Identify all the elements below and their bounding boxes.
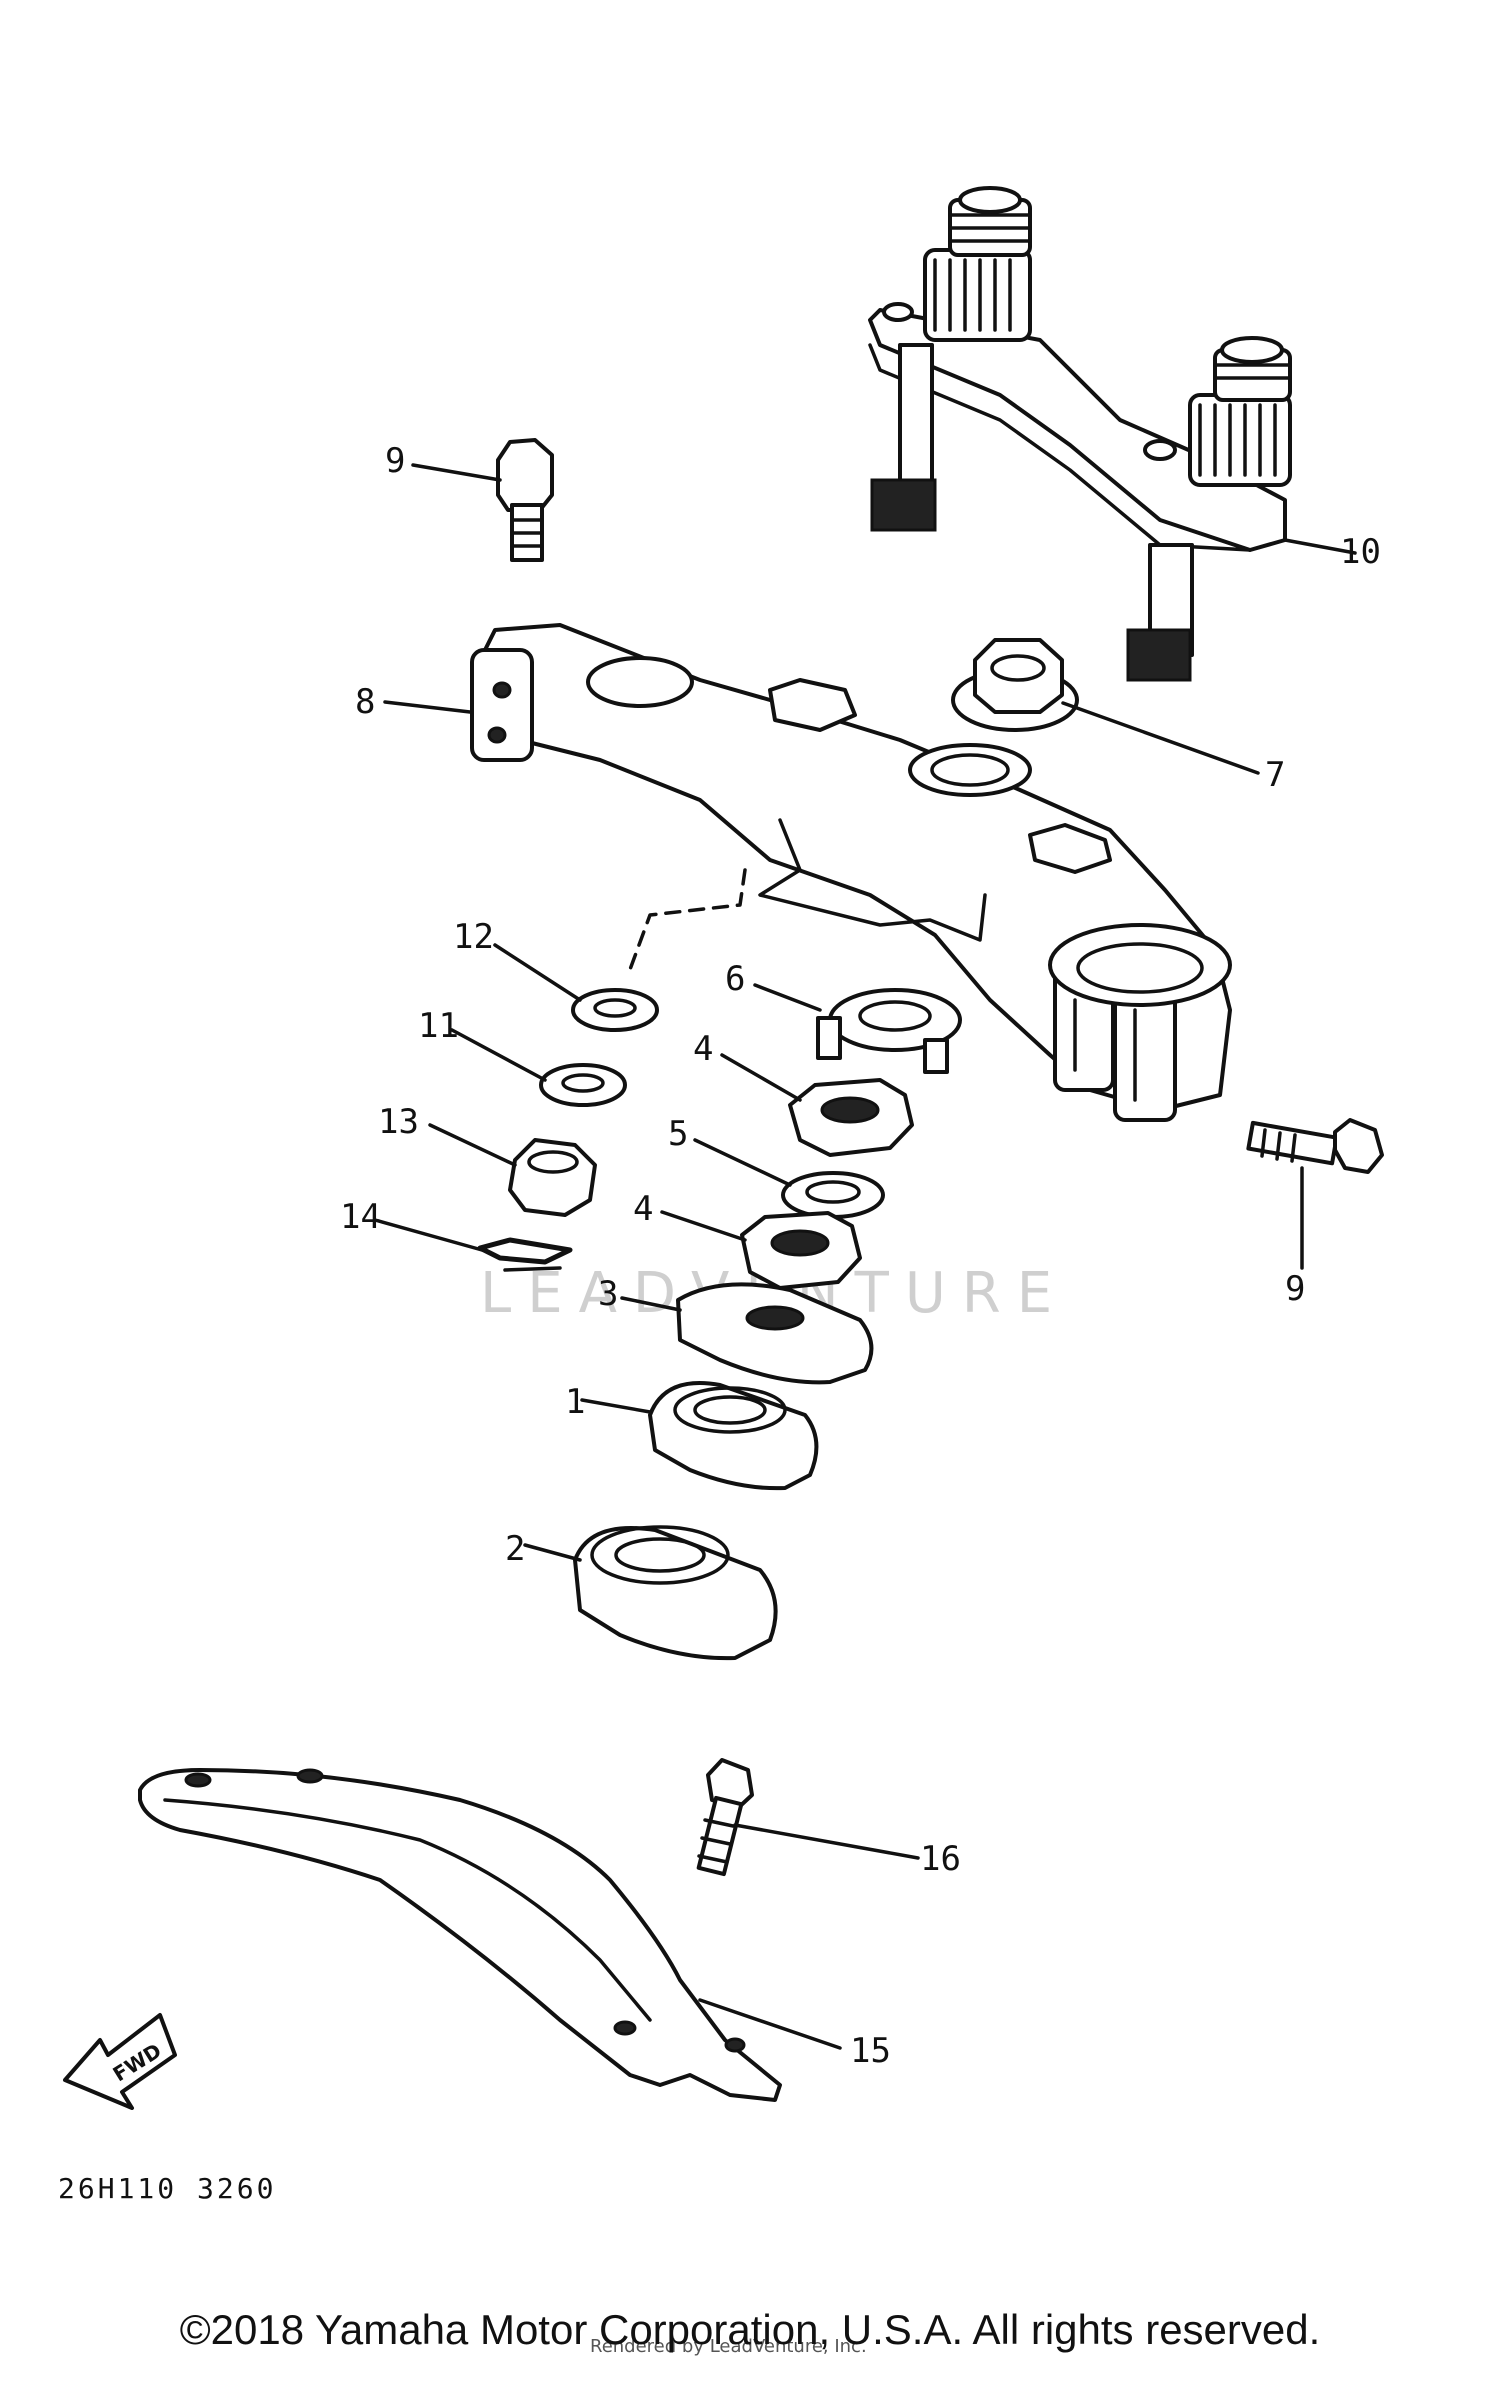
callout-14: 14 (340, 1197, 381, 1237)
callout-13: 13 (378, 1102, 419, 1142)
part-12-washer (571, 988, 659, 1032)
callout-9-right: 9 (1285, 1269, 1305, 1309)
part-9-bolt-top (496, 438, 554, 562)
part-14-cotter-pin (477, 1237, 573, 1272)
part-11-washer (539, 1063, 627, 1107)
part-7-steering-stem-nut (951, 638, 1079, 732)
part-6-lock-washer (816, 988, 962, 1074)
rendered-by-note: Rendered by LeadVenture, Inc. (590, 2336, 867, 2357)
callout-10: 10 (1340, 532, 1381, 572)
callout-9-top: 9 (385, 441, 405, 481)
copyright-notice: ©2018 Yamaha Motor Corporation, U.S.A. A… (179, 2306, 1321, 2353)
callout-7: 7 (1265, 755, 1285, 795)
callout-3: 3 (598, 1274, 618, 1314)
callout-12: 12 (453, 917, 494, 957)
part-13-nut (508, 1138, 597, 1217)
part-8-lower-bracket (470, 623, 1232, 1122)
part-1-bearing-upper (648, 1381, 819, 1491)
fwd-arrow-icon: FWD (63, 2013, 177, 2110)
callout-2: 2 (505, 1529, 525, 1569)
callout-15: 15 (850, 2031, 891, 2071)
callout-6: 6 (725, 959, 745, 999)
part-4-ring-nut-lower (740, 1211, 862, 1290)
part-9-bolt-right (1246, 1118, 1384, 1174)
callout-4-upper: 4 (693, 1029, 713, 1069)
part-4-ring-nut-upper (788, 1078, 914, 1157)
part-10-handlebar-holder (868, 186, 1292, 682)
part-16-bolt (696, 1758, 754, 1877)
callout-11: 11 (418, 1006, 459, 1046)
callout-16: 16 (920, 1839, 961, 1879)
leader-lines (373, 463, 1357, 2050)
callout-8: 8 (355, 682, 375, 722)
diagram-code: 26H110 3260 (58, 2172, 276, 2205)
part-2-bearing-lower (573, 1525, 778, 1661)
callout-5: 5 (668, 1114, 688, 1154)
callout-4-lower: 4 (633, 1189, 653, 1229)
callout-1: 1 (565, 1382, 585, 1422)
part-3-bearing-cover (676, 1282, 874, 1385)
part-15-front-fender (138, 1768, 782, 2102)
part-5-washer (781, 1171, 885, 1219)
